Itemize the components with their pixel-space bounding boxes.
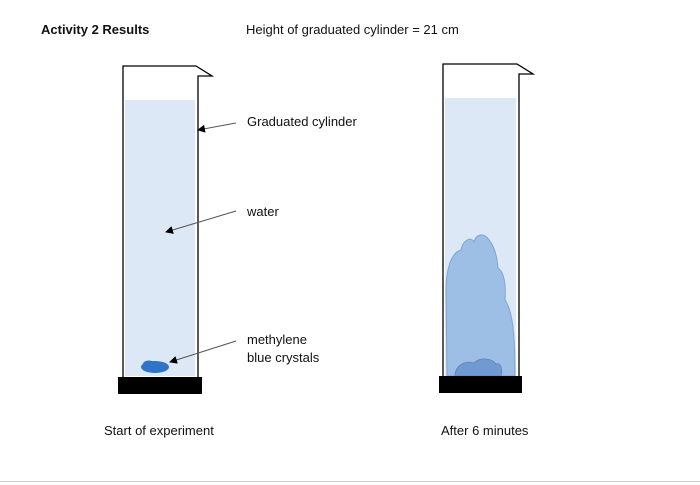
diffusion-base <box>454 358 503 377</box>
arrow-graduated-cylinder <box>197 122 237 133</box>
label-crystals-line2: blue crystals <box>247 350 320 365</box>
cylinder-start <box>118 65 215 394</box>
label-graduated-cylinder: Graduated cylinder <box>247 114 357 129</box>
bottom-divider <box>0 481 700 482</box>
cylinder-base-after <box>439 376 522 393</box>
cylinder-base-start <box>118 377 202 394</box>
cylinder-after <box>439 63 536 393</box>
crystal-chunk <box>143 360 155 368</box>
label-water: water <box>247 204 279 219</box>
page-title: Activity 2 Results <box>41 22 150 37</box>
caption-start: Start of experiment <box>104 423 214 438</box>
label-methylene-crystals: methylene blue crystals <box>247 331 319 367</box>
height-note: Height of graduated cylinder = 21 cm <box>246 22 459 37</box>
diffusion-cloud <box>445 234 516 377</box>
arrow-crystals <box>169 340 237 364</box>
cylinder-outline-after <box>442 63 536 378</box>
caption-after: After 6 minutes <box>441 423 529 438</box>
arrow-water <box>165 210 237 234</box>
water-fill-start <box>125 100 195 376</box>
label-crystals-line1: methylene <box>247 332 307 347</box>
